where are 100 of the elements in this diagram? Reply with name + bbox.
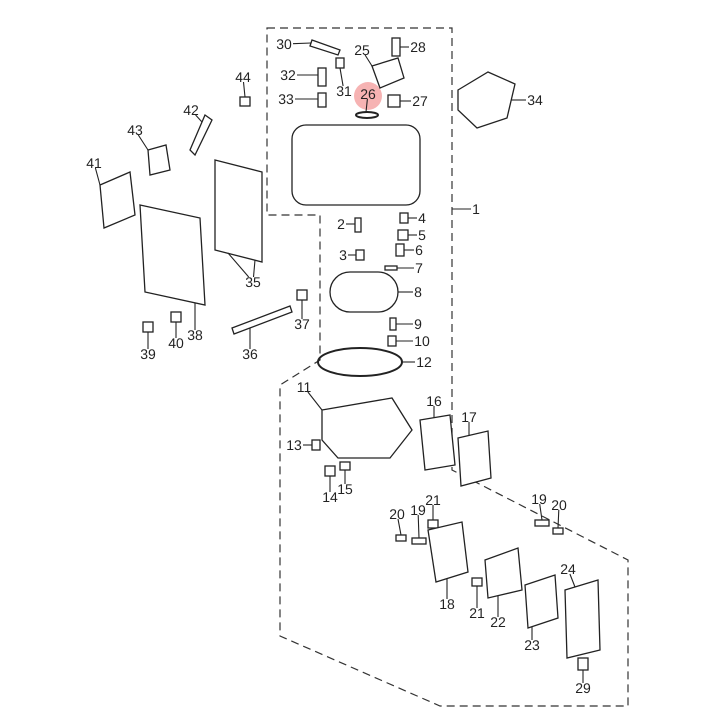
leader-line [242,82,246,98]
leader-line [292,42,312,44]
filter-drawing [147,144,171,176]
washer-drawing [170,311,182,323]
callout-number: 15 [337,482,353,496]
callout-number: 26 [360,87,376,101]
plate-drawing [214,159,263,263]
gasket-drawing [484,547,523,599]
cap-drawing [387,94,401,108]
clip-drawing [411,537,427,545]
callout-number: 21 [469,606,485,620]
callout-number: 41 [86,156,102,170]
leader-line [397,518,402,536]
leader-line [432,505,434,520]
leader-line [195,114,202,122]
callout-number: 14 [322,490,338,504]
callout-number: 40 [168,336,184,350]
screw-drawing [317,67,327,87]
leader-line [138,134,148,150]
leader-line [569,574,576,588]
pump-body-drawing [427,521,469,583]
callout-number: 9 [414,317,422,331]
leader-line [252,260,256,278]
leader-line [364,54,372,66]
leader-line [497,596,499,617]
leader-line [468,422,470,436]
callout-number: 2 [337,217,345,231]
leader-line [476,586,478,608]
leader-line [307,392,322,410]
plate-drawing [524,574,559,629]
plate-drawing [371,57,405,89]
callout-number: 31 [336,84,352,98]
jet-drawing [355,249,365,261]
washer-drawing [339,461,351,471]
leader-line [408,234,417,236]
gasket-drawing [457,71,516,129]
leader-line [228,252,250,278]
rod-drawing [189,114,213,156]
callout-number: 19 [531,492,547,506]
callout-number: 22 [490,615,506,629]
callout-number: 7 [415,261,423,275]
leader-line [400,100,411,102]
callout-number: 16 [426,394,442,408]
nut-drawing [427,519,439,529]
callout-number: 20 [551,498,567,512]
screw-drawing [387,335,397,347]
leader-line [408,217,417,219]
nut-drawing [239,96,251,107]
callout-number: 23 [524,638,540,652]
leader-line [329,476,331,492]
callout-number: 43 [127,123,143,137]
nut-drawing [471,577,483,587]
bowl-drawing [321,397,413,459]
o-ring-drawing [317,347,403,377]
leader-line [175,322,177,338]
leader-line [194,303,196,330]
callout-number: 1 [472,202,480,216]
leader-line [295,98,318,100]
spring-drawing [335,57,345,69]
leader-line [344,470,346,484]
leader-line [433,406,435,418]
callout-number: 12 [416,355,432,369]
callout-number: 35 [245,275,261,289]
leader-line [249,328,251,349]
callout-number: 6 [415,243,423,257]
callout-number: 3 [339,248,347,262]
leader-line [348,254,356,256]
leader-line [582,670,584,683]
callout-number: 38 [187,328,203,342]
callout-number: 8 [414,285,422,299]
bracket-drawing [99,171,136,229]
callout-number: 29 [575,681,591,695]
leader-line [539,504,543,520]
plug-drawing [324,465,336,477]
leader-line [402,361,415,363]
leader-line [303,444,312,446]
callout-number: 44 [235,70,251,84]
spring-drawing [317,92,327,108]
leader-line [418,514,420,538]
leader-line [404,249,414,251]
leader-line [297,74,318,76]
callout-number: 13 [286,438,302,452]
callout-number: 21 [425,493,441,507]
needle-drawing [395,243,405,257]
o-ring-drawing [355,111,379,119]
leader-line [400,46,409,48]
callout-number: 17 [461,410,477,424]
callout-number: 33 [278,92,294,106]
screw-drawing [309,39,341,56]
bolt-drawing [231,305,293,335]
callout-number: 27 [412,94,428,108]
leader-line [557,510,560,528]
callout-number: 11 [296,380,312,394]
callout-number: 5 [418,228,426,242]
leader-line [396,340,413,342]
leader-line [511,99,526,101]
leader-line [147,332,149,349]
callout-number: 39 [140,347,156,361]
needle-drawing [354,217,362,233]
leader-line [396,323,413,325]
